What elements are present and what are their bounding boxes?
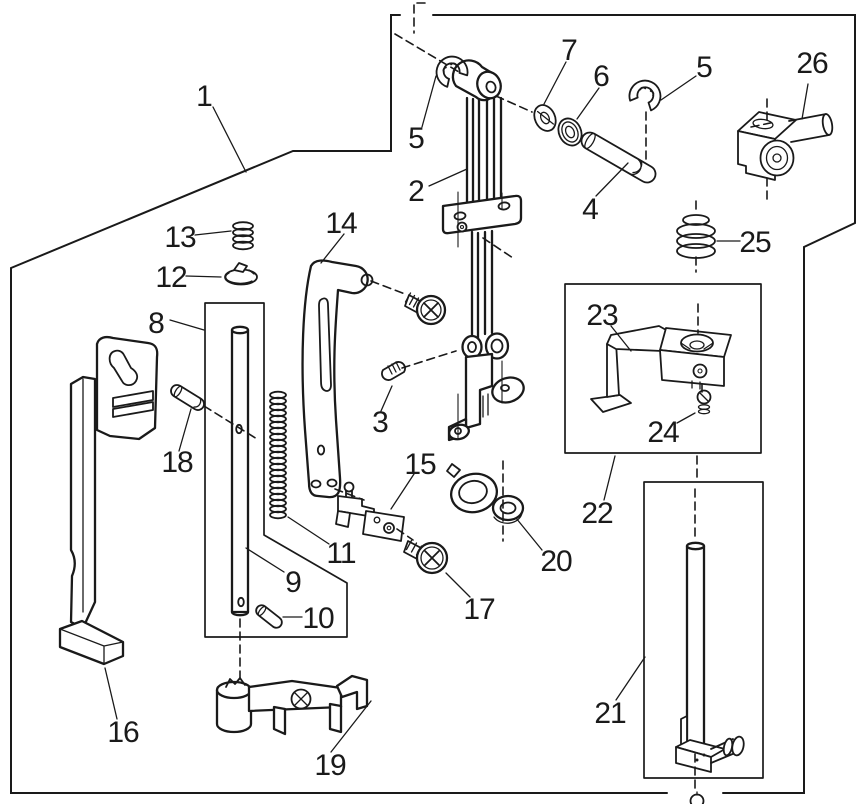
- part-23-bracket: [590, 325, 732, 413]
- callout-15: 15: [404, 448, 436, 481]
- part-19-bracket: [215, 674, 369, 736]
- assembly-axes: [203, 2, 776, 792]
- callout-labels: 1 2 3 4 5 5 6 7 8 9 10 11 12 13 14 15 16…: [107, 34, 829, 782]
- part-13-spring: [232, 221, 254, 251]
- bottom-screw: [689, 791, 705, 804]
- callout-21: 21: [594, 697, 626, 730]
- callout-25: 25: [739, 226, 771, 259]
- callout-9: 9: [285, 566, 301, 599]
- callout-24: 24: [647, 416, 679, 449]
- callout-10: 10: [302, 602, 334, 635]
- callout-16: 16: [107, 716, 139, 749]
- part-12-clip: [224, 262, 258, 286]
- unit-outline: [10, 14, 856, 794]
- group-box-21: [643, 481, 764, 779]
- part-15-bracket: [335, 481, 405, 542]
- callout-22: 22: [581, 497, 613, 530]
- part-21-bar: [675, 541, 745, 773]
- part-2-bar-assembly: [441, 59, 525, 442]
- part-17-screw: [403, 539, 449, 575]
- callout-5a: 5: [408, 122, 424, 155]
- callout-14: 14: [325, 207, 357, 240]
- part-7-washer: [533, 104, 557, 132]
- part-16-presser-frame: [58, 335, 159, 666]
- callout-leaders: [104, 61, 809, 753]
- callout-3: 3: [372, 406, 388, 439]
- part-20-plate: [446, 463, 525, 524]
- part-5-eclip-right: [625, 74, 667, 113]
- part-4-pin: [580, 131, 657, 184]
- callout-17: 17: [463, 593, 495, 626]
- part-3-set-screw: [381, 361, 406, 381]
- callout-23: 23: [586, 299, 618, 332]
- part-18-pin: [170, 384, 205, 411]
- callout-1: 1: [196, 80, 212, 113]
- group-box-8: [204, 302, 348, 638]
- callout-20: 20: [540, 545, 572, 578]
- callout-7: 7: [561, 34, 577, 67]
- callout-18: 18: [161, 446, 193, 479]
- callout-2: 2: [408, 175, 424, 208]
- callout-8: 8: [148, 307, 164, 340]
- part-11-spring: [269, 390, 287, 520]
- callout-5b: 5: [696, 51, 712, 84]
- part-24-screw: [696, 389, 712, 415]
- callout-19: 19: [314, 749, 346, 782]
- callout-12: 12: [155, 261, 187, 294]
- part-10-pin: [255, 604, 283, 629]
- callout-6: 6: [593, 60, 609, 93]
- part-26-block: [737, 111, 834, 181]
- callout-11: 11: [326, 537, 355, 570]
- callout-13: 13: [164, 221, 196, 254]
- callout-4: 4: [582, 193, 598, 226]
- lever-screw: [404, 292, 447, 326]
- callout-26: 26: [796, 47, 828, 80]
- part-14-lever: [301, 259, 374, 499]
- part-6-washer: [557, 117, 583, 147]
- part-25-spring: [676, 214, 716, 259]
- group-box-22: [564, 283, 762, 454]
- part-9-bar: [230, 325, 250, 617]
